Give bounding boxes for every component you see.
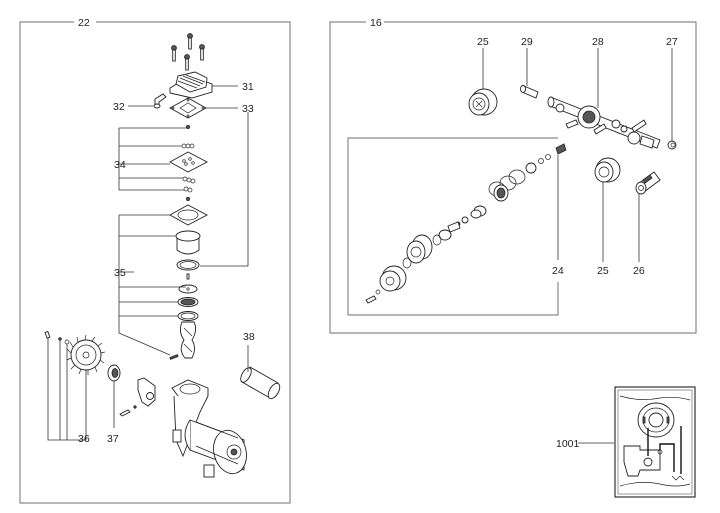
leader-lines-right [482, 48, 673, 262]
callout-26: 26 [633, 265, 645, 277]
unloader-valve-parts [365, 143, 567, 304]
callout-25-top: 25 [477, 36, 489, 48]
nipple-fitting [520, 85, 539, 99]
quick-coupler [635, 171, 661, 195]
head-bolts [171, 33, 205, 71]
callout-38: 38 [243, 331, 255, 343]
inner-frame-24 [347, 137, 559, 316]
end-fitting [667, 140, 677, 150]
callout-32: 32 [113, 101, 125, 113]
callout-31: 31 [242, 81, 254, 93]
callout-37: 37 [107, 433, 119, 445]
elbow-fitting [153, 93, 167, 109]
callout-33: 33 [242, 103, 254, 115]
group-22-label: 22 [78, 17, 90, 29]
cooling-fan [44, 330, 106, 375]
head-gasket [169, 97, 207, 119]
callout-36: 36 [78, 433, 90, 445]
pressure-gauge-bottom [594, 157, 621, 183]
callout-29: 29 [521, 36, 533, 48]
valve-plate-group [169, 125, 208, 201]
wiring-diagram [614, 386, 696, 498]
group-16-label: 16 [370, 17, 382, 29]
manifold-body [547, 96, 661, 149]
leader-lines-left [47, 85, 249, 441]
callout-25-bottom: 25 [597, 265, 609, 277]
eccentric-block [119, 377, 156, 417]
group-22-frame: 22 [19, 17, 291, 504]
motor-crankcase [171, 379, 247, 478]
callout-34: 34 [114, 159, 126, 171]
bearing [107, 364, 121, 382]
group-16-frame: 16 [329, 17, 697, 334]
callout-27: 27 [666, 36, 678, 48]
cylinder-head [169, 71, 213, 99]
callout-28: 28 [592, 36, 604, 48]
callout-1001: 1001 [556, 438, 580, 450]
callout-24: 24 [552, 265, 564, 277]
capacitor [240, 366, 281, 400]
callout-35: 35 [114, 267, 126, 279]
pressure-gauge-top [468, 88, 498, 116]
cylinder-sleeve-group [169, 204, 208, 360]
